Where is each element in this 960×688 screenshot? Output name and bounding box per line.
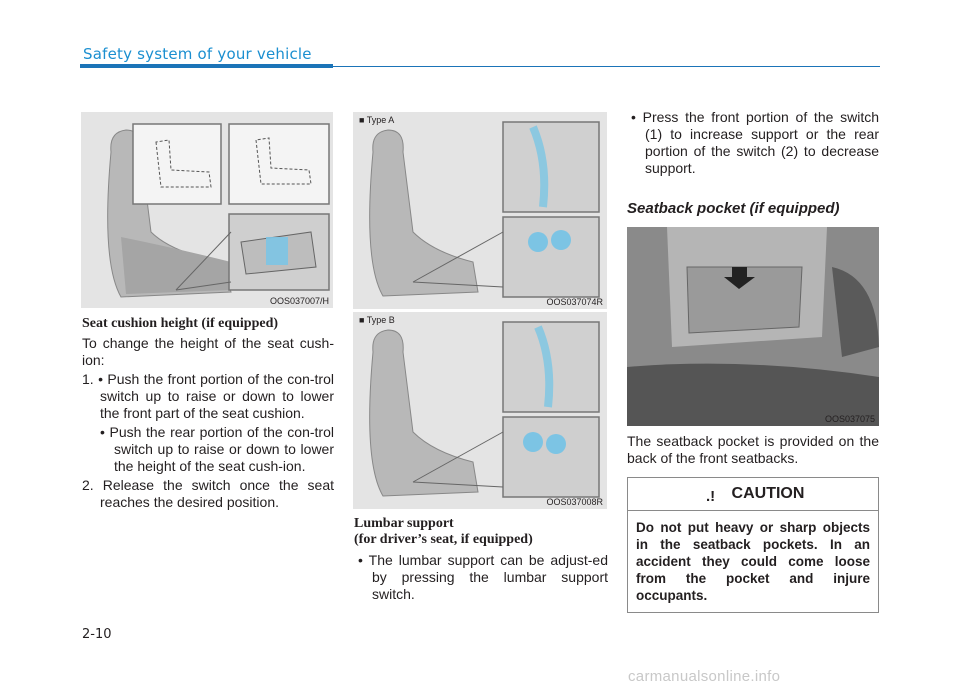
page-number: 2-10 (82, 627, 112, 642)
pocket-description: The seatback pocket is provided on the b… (627, 433, 879, 466)
figure-code: OOS037074R (546, 297, 603, 307)
pocket-heading: Seatback pocket (if equipped) (627, 200, 840, 217)
header-rule-thick (80, 64, 333, 68)
pocket-text: The seatback pocket is provided on the b… (627, 433, 879, 467)
figure-code: OOS037007/H (269, 296, 329, 306)
lumbar-heading-line-1: Lumbar support (354, 516, 454, 531)
caution-title: CAUTION (731, 485, 805, 502)
pocket-illustration (627, 227, 879, 426)
seatback-pocket-figure: OOS037075 (627, 227, 879, 426)
caution-header: .! CAUTION (628, 478, 878, 511)
lumbar-bullet-2: • Press the front portion of the switch … (631, 109, 879, 176)
figure-code: OOS037008R (546, 497, 603, 507)
watermark: carmanualsonline.info (628, 668, 781, 685)
lumbar-heading: Lumbar support (for driver’s seat, if eq… (354, 516, 608, 548)
lumbar-type-b-figure: ■ Type B OOS037008R (353, 312, 607, 509)
warning-icon: .! (706, 488, 715, 504)
figure-type-label: ■ Type A (359, 115, 395, 125)
lumbar-a-illustration (353, 112, 607, 309)
caution-box: .! CAUTION Do not put heavy or sharp obj… (627, 477, 879, 613)
lumbar-text-cont: • Press the front portion of the switch … (627, 109, 879, 177)
lumbar-type-a-figure: ■ Type A OOS037074R (353, 112, 607, 309)
seat-cushion-step-1b: • Push the rear portion of the con-trol … (100, 424, 334, 474)
lumbar-bullet-1: • The lumbar support can be adjust-ed by… (358, 552, 608, 602)
seat-cushion-step-2: 2. Release the switch once the seat reac… (82, 477, 334, 510)
svg-text:.!: .! (706, 488, 715, 504)
seat-cushion-text: To change the height of the seat cush-io… (82, 335, 334, 511)
section-title: Safety system of your vehicle (83, 45, 312, 63)
figure-type-label: ■ Type B (359, 315, 395, 325)
lumbar-text: • The lumbar support can be adjust-ed by… (354, 552, 608, 603)
lumbar-heading-line-2: (for driver’s seat, if equipped) (354, 532, 533, 547)
header-rule-thin (333, 66, 880, 67)
figure-code: OOS037075 (824, 414, 875, 424)
seat-illustration (81, 112, 333, 308)
caution-text: Do not put heavy or sharp objects in the… (636, 520, 870, 603)
seat-cushion-step-1a: 1. • Push the front portion of the con-t… (82, 371, 334, 421)
seat-cushion-heading: Seat cushion height (if equipped) (82, 316, 279, 331)
seat-cushion-figure: OOS037007/H (81, 112, 333, 308)
lumbar-b-illustration (353, 312, 607, 509)
seat-cushion-intro: To change the height of the seat cush-io… (82, 335, 334, 368)
